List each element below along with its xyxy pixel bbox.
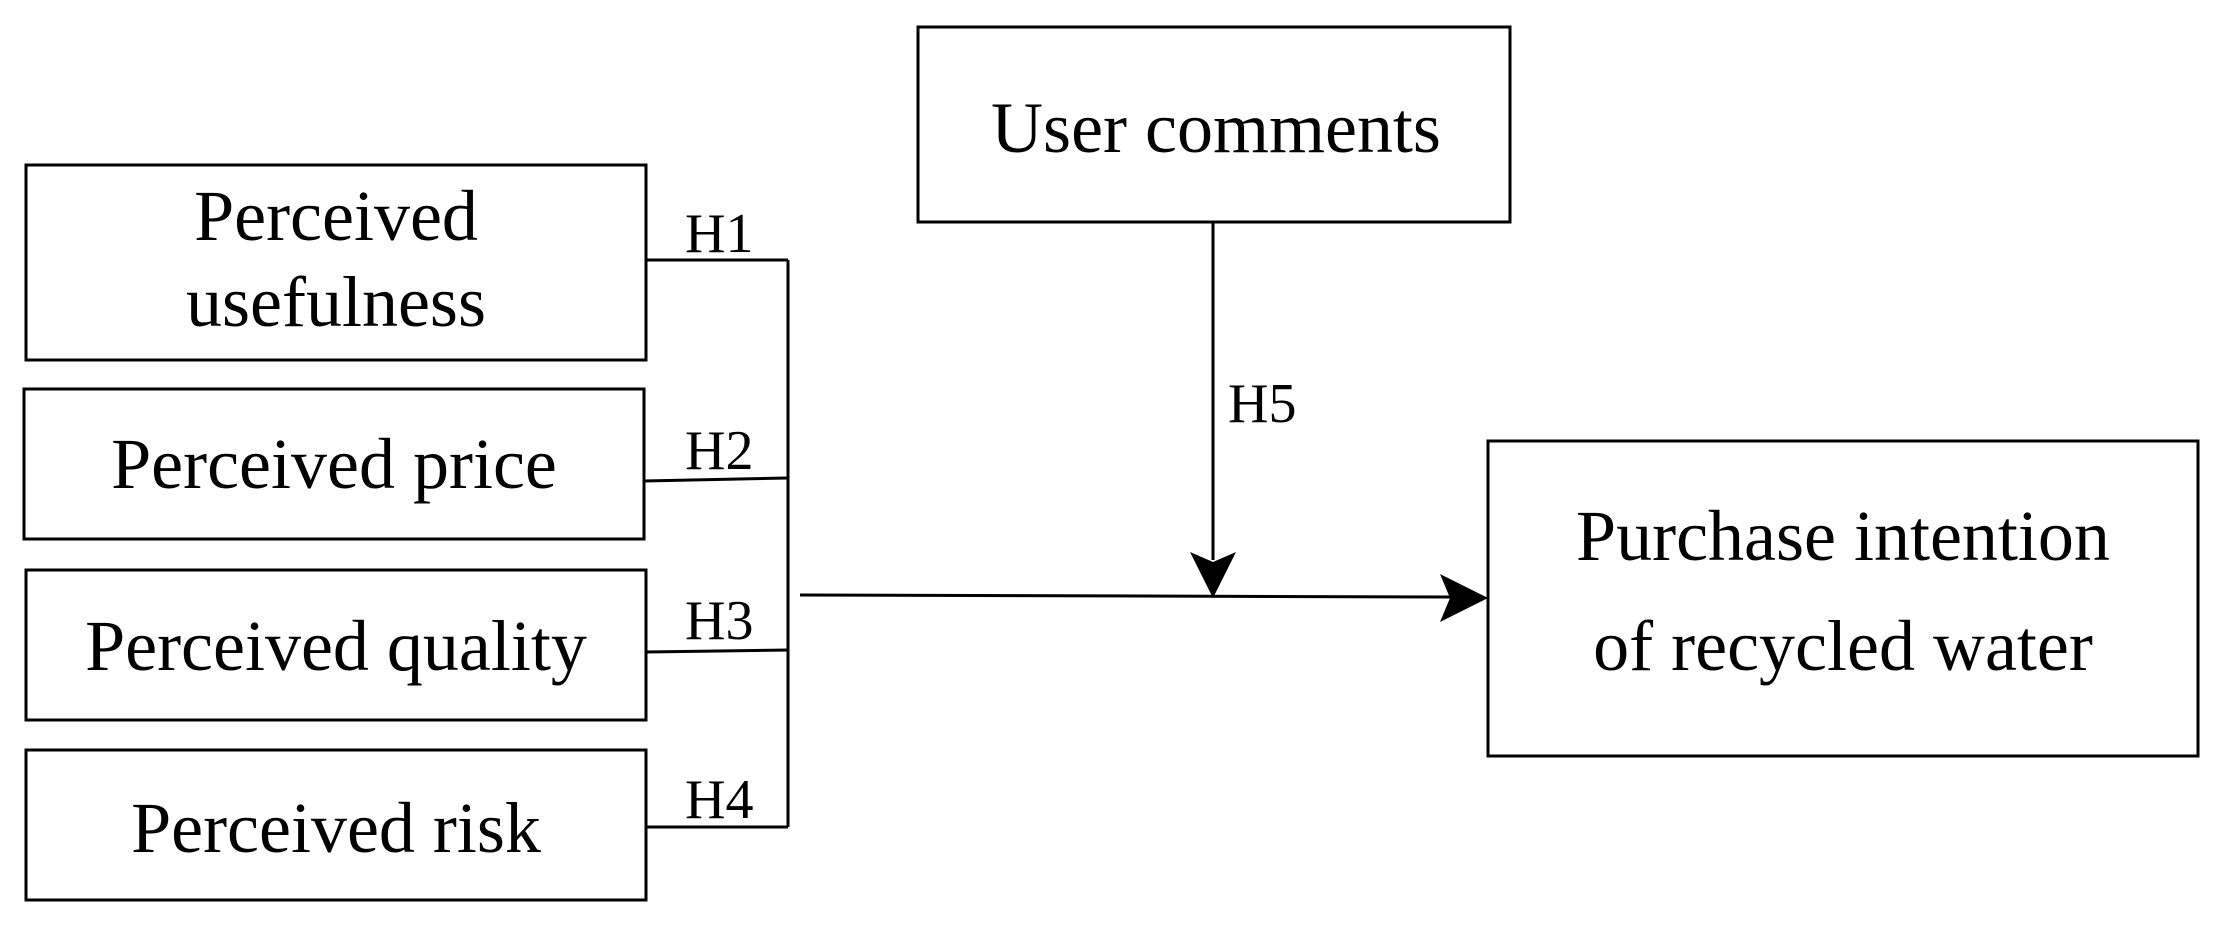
node-perceived-quality-line-1: Perceived quality — [85, 606, 587, 686]
node-purchase-intention-box — [1486, 439, 2200, 758]
node-user-comments-box — [916, 25, 1512, 224]
node-perceived-usefulness: Perceived usefulness — [24, 163, 648, 362]
edge-h2-label: H2 — [685, 420, 753, 482]
node-perceived-price-line-1: Perceived price — [111, 424, 557, 504]
edge-h2-line — [643, 476, 789, 483]
node-perceived-quality: Perceived quality — [24, 568, 648, 722]
edge-h3-label: H3 — [685, 590, 753, 652]
node-perceived-risk-line-1: Perceived risk — [131, 788, 541, 868]
node-purchase-intention-line-1: Purchase intention — [1576, 496, 2110, 576]
node-perceived-risk: Perceived risk — [24, 748, 648, 902]
node-perceived-quality-box — [24, 568, 648, 722]
edge-h4-label: H4 — [685, 769, 753, 831]
node-perceived-usefulness-line-2: usefulness — [186, 262, 486, 342]
node-purchase-intention: Purchase intention of recycled water — [1486, 439, 2200, 758]
hypothesis-labels: H1 H2 H3 H4 H5 — [685, 203, 1296, 831]
node-perceived-usefulness-line-1: Perceived — [194, 176, 478, 256]
node-user-comments-line-1: User comments — [991, 88, 1441, 168]
node-user-comments: User comments — [916, 25, 1512, 224]
main-path-line — [799, 593, 1451, 599]
edge-h5-label: H5 — [1228, 373, 1296, 435]
node-perceived-price: Perceived price — [22, 387, 646, 541]
main-path-arrowhead — [1440, 574, 1488, 622]
edge-h1-label: H1 — [685, 203, 753, 265]
edge-h3-line — [645, 648, 789, 654]
node-perceived-risk-box — [24, 748, 648, 902]
edge-h5-arrowhead — [1190, 552, 1236, 598]
connector-lines — [643, 222, 1488, 829]
node-purchase-intention-line-2: of recycled water — [1593, 606, 2093, 686]
node-perceived-usefulness-box — [24, 163, 648, 362]
node-perceived-price-box — [22, 387, 646, 541]
